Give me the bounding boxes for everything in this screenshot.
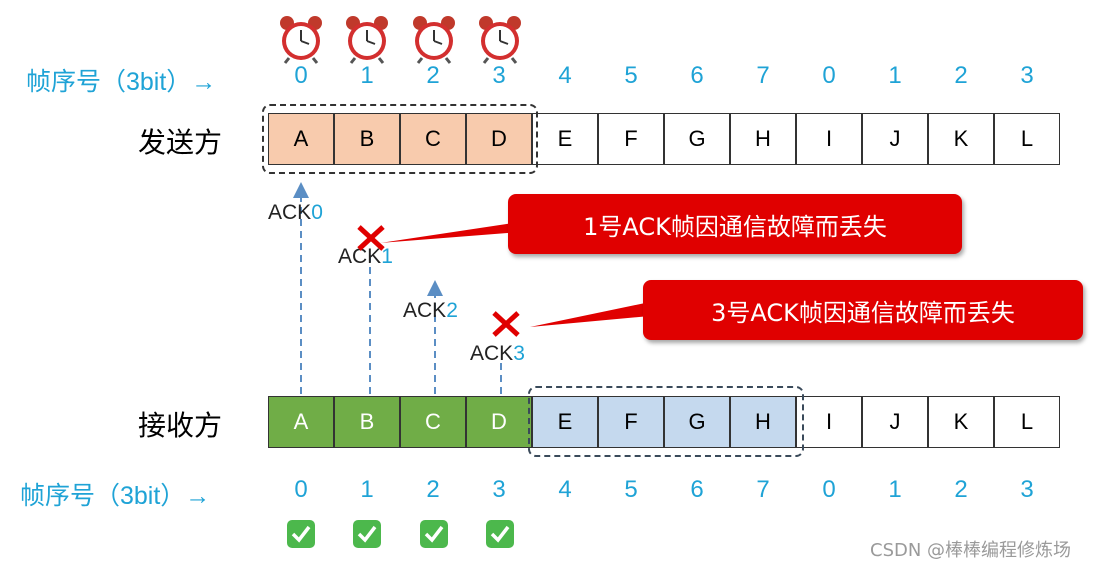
seq-number: 2 xyxy=(954,62,968,89)
receiver-frame: I xyxy=(796,396,862,448)
seq-number: 1 xyxy=(888,62,902,89)
sender-frame: F xyxy=(598,113,664,165)
lost-ack1-callout: 1号ACK帧因通信故障而丢失 xyxy=(508,194,962,254)
seq-number: 4 xyxy=(558,476,572,503)
check-mark-icon xyxy=(287,520,315,548)
seq-number: 3 xyxy=(492,62,506,89)
seq-number: 7 xyxy=(756,476,770,503)
ack-prefix: ACK xyxy=(338,245,382,268)
sender-frame: C xyxy=(400,113,466,165)
receiver-window xyxy=(528,386,804,457)
ack-label: ACK1 xyxy=(338,245,393,269)
sender-label: 发送方 xyxy=(138,126,223,159)
receiver-frame: A xyxy=(268,396,334,448)
seq-number: 1 xyxy=(360,62,374,89)
sender-frame: E xyxy=(532,113,598,165)
callout-pointer xyxy=(380,222,520,243)
ack-label: ACK3 xyxy=(470,342,525,366)
sender-frame: I xyxy=(796,113,862,165)
sender-frame: G xyxy=(664,113,730,165)
receiver-seq-row: 0 1 2 3 4 5 6 7 0 1 2 3 xyxy=(268,476,1060,504)
seq-number: 0 xyxy=(294,476,308,503)
seq-number: 6 xyxy=(690,476,704,503)
receiver-frame: B xyxy=(334,396,400,448)
sender-frame: H xyxy=(730,113,796,165)
ack-prefix: ACK xyxy=(470,342,514,365)
watermark: CSDN @棒棒编程修炼场 xyxy=(870,540,1072,561)
seq-number: 6 xyxy=(690,62,704,89)
ack-label: ACK0 xyxy=(268,201,323,225)
seq-number: 3 xyxy=(1020,476,1034,503)
sender-seq-row: 0 1 2 3 4 5 6 7 0 1 2 3 xyxy=(268,62,1060,90)
seq-number: 1 xyxy=(360,476,374,503)
sender-frame: D xyxy=(466,113,532,165)
seq-number: 2 xyxy=(954,476,968,503)
cross-mark-icon xyxy=(357,225,385,251)
callout-pointer xyxy=(530,302,650,327)
sender-frame: K xyxy=(928,113,994,165)
seq-number: 0 xyxy=(294,62,308,89)
seq-number: 7 xyxy=(756,62,770,89)
seq-number: 1 xyxy=(888,476,902,503)
seq-number: 5 xyxy=(624,62,638,89)
alarm-clock-icon xyxy=(479,16,521,64)
lost-ack3-callout: 3号ACK帧因通信故障而丢失 xyxy=(643,280,1083,340)
check-mark-icon xyxy=(353,520,381,548)
seq-number: 4 xyxy=(558,62,572,89)
seq-number: 0 xyxy=(822,62,836,89)
seq-number: 3 xyxy=(1020,62,1034,89)
receiver-frame: J xyxy=(862,396,928,448)
cross-mark-icon xyxy=(492,311,520,337)
seq-number: 5 xyxy=(624,476,638,503)
receiver-frame: E xyxy=(532,396,598,448)
alarm-clock-icon xyxy=(413,16,455,64)
ack-number: 2 xyxy=(446,299,458,322)
ack-number: 1 xyxy=(381,245,393,268)
seq-number: 0 xyxy=(822,476,836,503)
sender-frame: J xyxy=(862,113,928,165)
ack-number: 0 xyxy=(311,201,323,224)
alarm-clock-icon xyxy=(280,16,322,64)
sender-seq-label: 帧序号（3bit）→ xyxy=(26,68,217,96)
receiver-seq-label: 帧序号（3bit）→ xyxy=(20,482,211,510)
seq-number: 2 xyxy=(426,476,440,503)
alarm-clock-icon xyxy=(346,16,388,64)
seq-number: 2 xyxy=(426,62,440,89)
sender-frame: A xyxy=(268,113,334,165)
sender-window xyxy=(262,104,538,174)
seq-number: 3 xyxy=(492,476,506,503)
sender-frame: L xyxy=(994,113,1060,165)
ack-prefix: ACK xyxy=(268,201,312,224)
receiver-frame: G xyxy=(664,396,730,448)
ack-number: 3 xyxy=(513,342,525,365)
receiver-frame: H xyxy=(730,396,796,448)
ack-label: ACK2 xyxy=(403,299,458,323)
sender-frame-row: A B C D E F G H I J K L xyxy=(268,113,1060,165)
receiver-frame: F xyxy=(598,396,664,448)
receiver-frame: K xyxy=(928,396,994,448)
sender-frame: B xyxy=(334,113,400,165)
check-mark-icon xyxy=(420,520,448,548)
ack-prefix: ACK xyxy=(403,299,447,322)
receiver-frame: C xyxy=(400,396,466,448)
receiver-frame-row: A B C D E F G H I J K L xyxy=(268,396,1060,448)
check-mark-icon xyxy=(486,520,514,548)
receiver-frame: D xyxy=(466,396,532,448)
receiver-label: 接收方 xyxy=(138,409,223,442)
receiver-frame: L xyxy=(994,396,1060,448)
